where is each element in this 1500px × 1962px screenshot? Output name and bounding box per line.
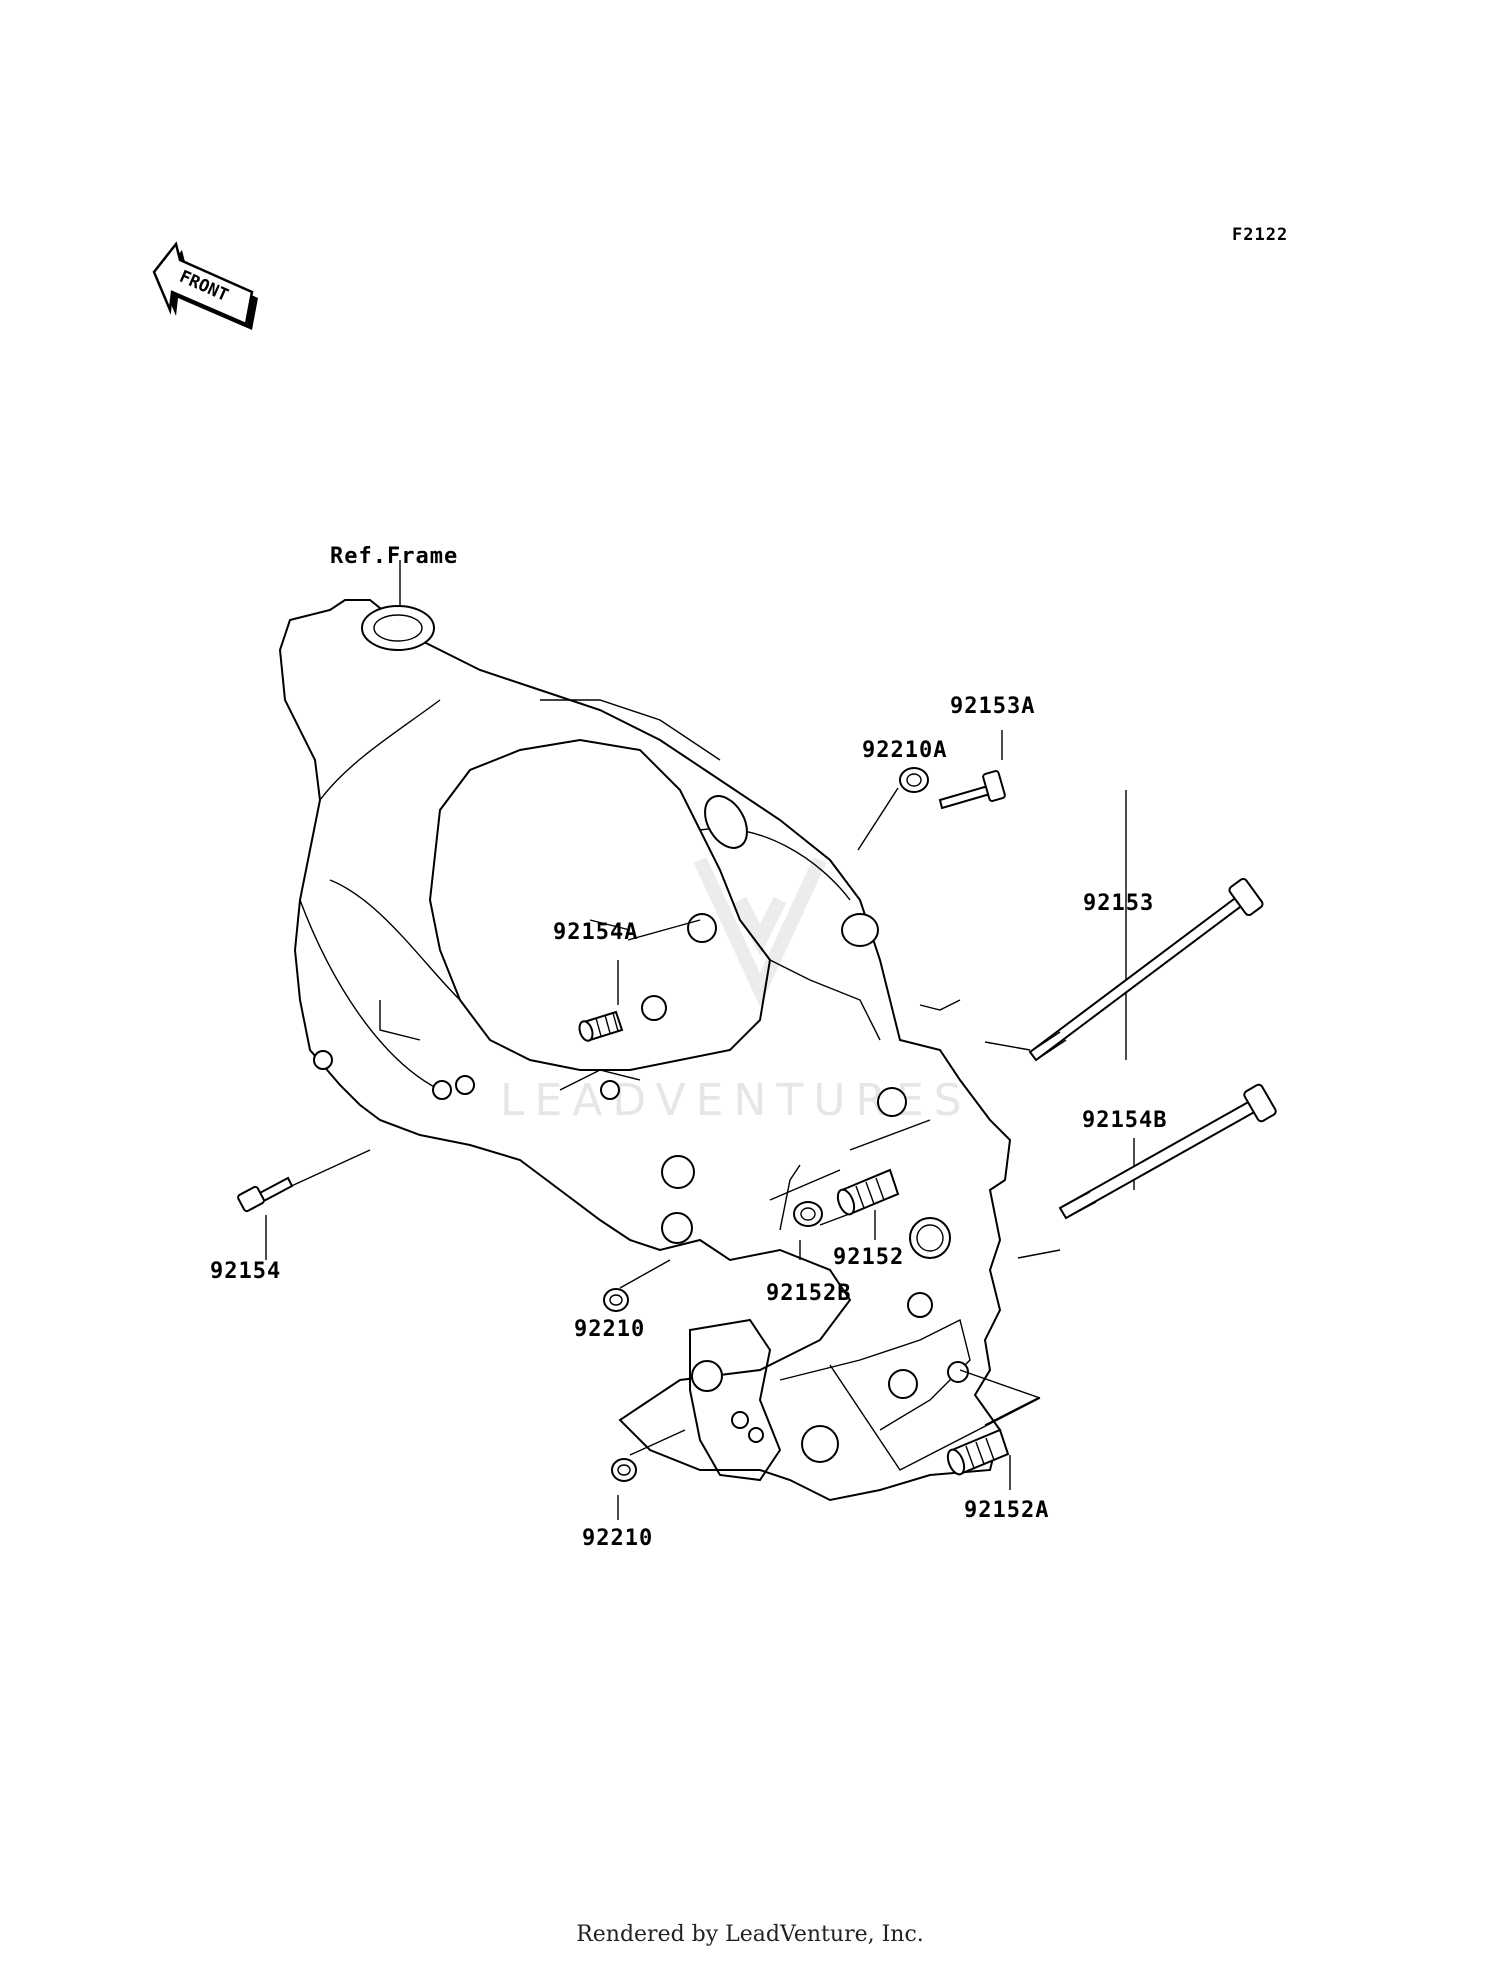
label-92153A: 92153A (950, 694, 1035, 719)
watermark: LEADVENTURES (500, 857, 962, 1126)
label-92210-upper: 92210 (574, 1317, 645, 1342)
part-92210-lower-nut (611, 1458, 637, 1482)
part-92152B-collar (793, 1201, 823, 1227)
label-92154B: 92154B (1082, 1108, 1167, 1133)
part-92153A-bolt (938, 770, 1006, 810)
part-92152-sleeve (836, 1168, 900, 1216)
label-92154: 92154 (210, 1259, 281, 1284)
part-92210A-nut (899, 767, 929, 793)
label-92152B: 92152B (766, 1281, 851, 1306)
front-arrow-icon: FRONT (152, 241, 258, 330)
part-92153-long-bolt (1028, 877, 1264, 1062)
label-92153: 92153 (1083, 891, 1154, 916)
part-92152A-sleeve (946, 1428, 1010, 1476)
label-92152: 92152 (833, 1245, 904, 1270)
label-92210-lower: 92210 (582, 1526, 653, 1551)
label-92210A: 92210A (862, 738, 947, 763)
leader-lines (249, 560, 1135, 1520)
figure-code: F2122 (1232, 225, 1288, 245)
part-92154A-stud (578, 1010, 624, 1042)
part-92210-upper-nut (603, 1288, 629, 1312)
part-92154-bolt (237, 1176, 294, 1213)
footer-credit: Rendered by LeadVenture, Inc. (576, 1922, 924, 1947)
label-92154A: 92154A (553, 920, 638, 945)
ref-frame (278, 599, 1012, 1502)
label-ref-frame: Ref.Frame (330, 544, 458, 569)
part-92154B-long-bolt (1058, 1083, 1277, 1220)
label-92152A: 92152A (964, 1498, 1049, 1523)
